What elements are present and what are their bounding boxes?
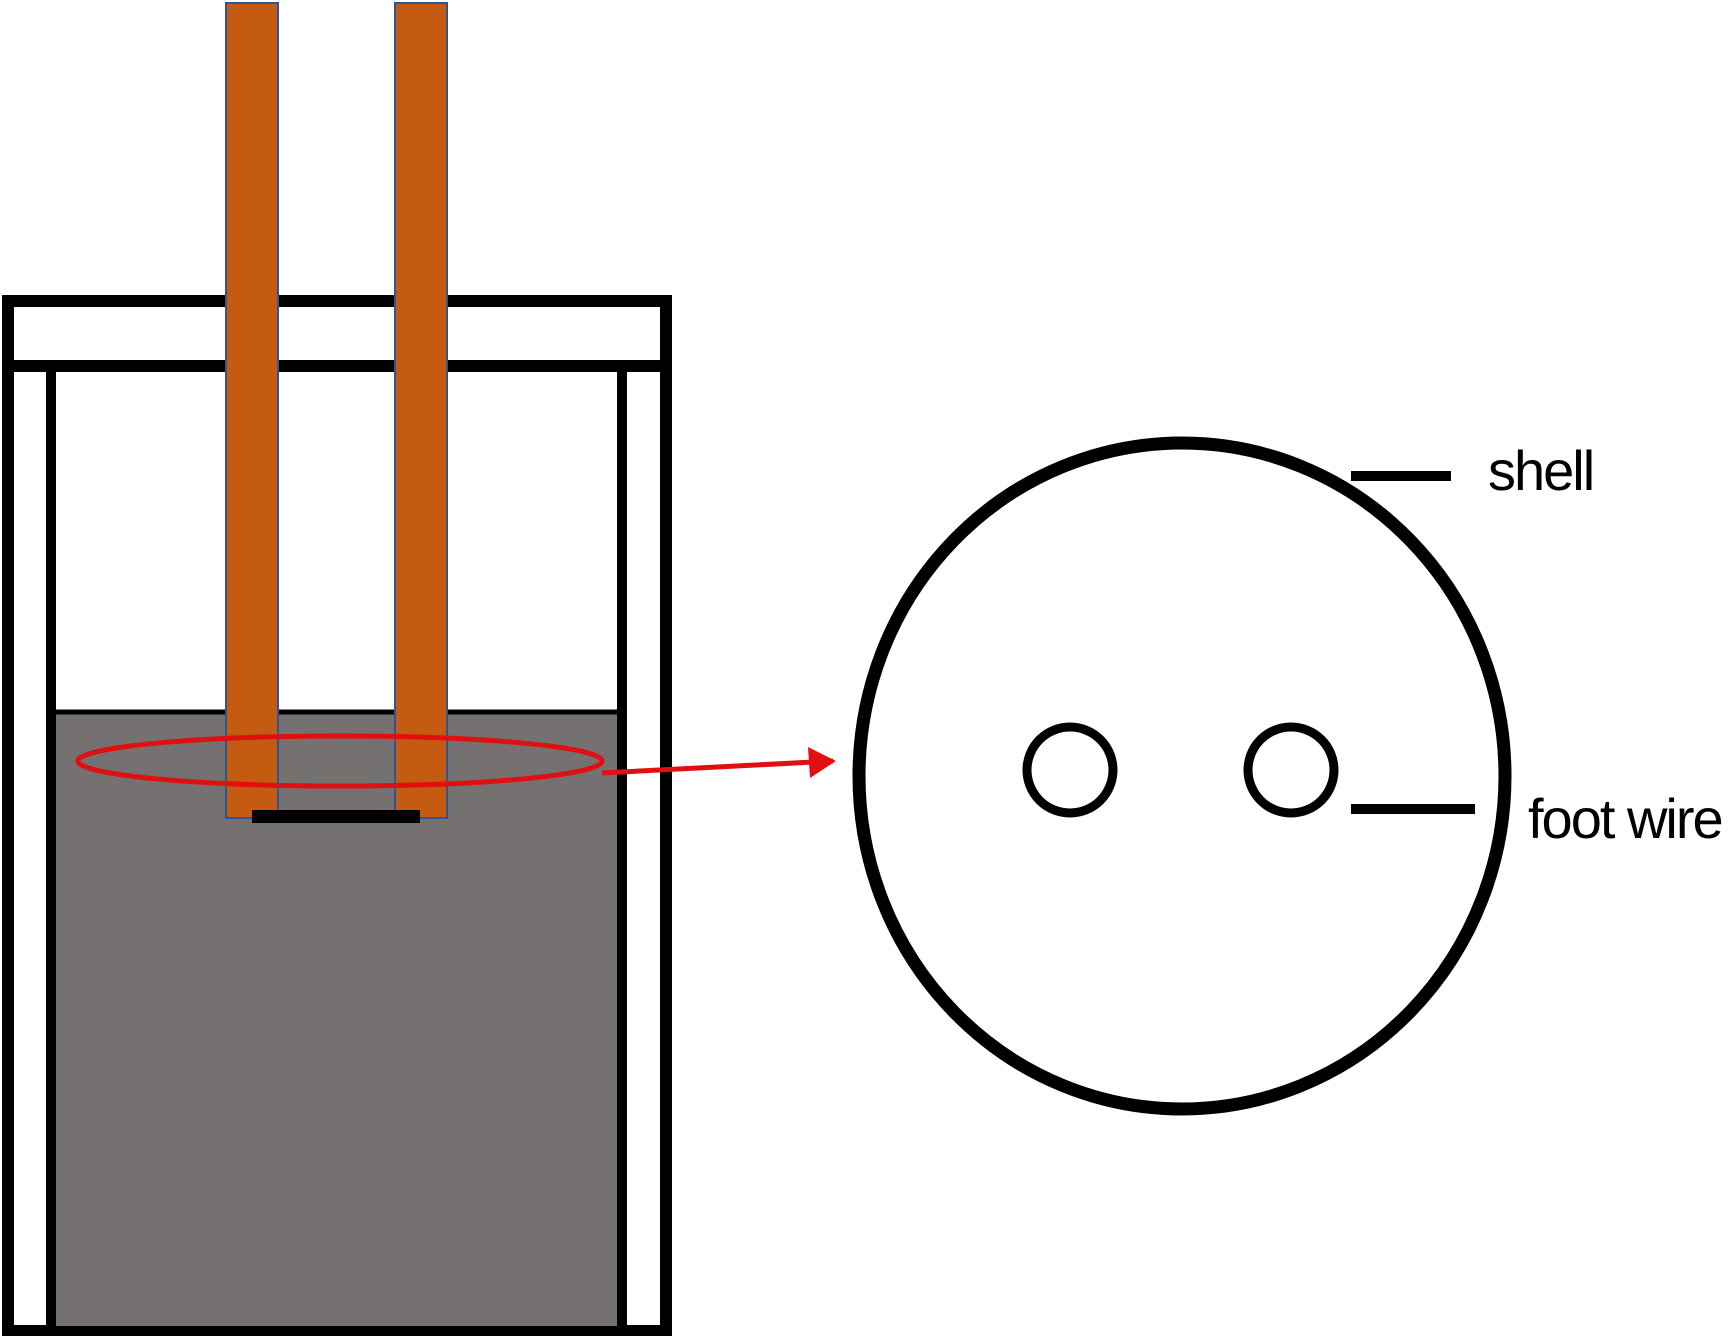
rod-section-left bbox=[1022, 722, 1118, 818]
shell-label: shell bbox=[1488, 439, 1593, 502]
rod-section-right bbox=[1243, 722, 1339, 818]
zoom-arrow-head bbox=[808, 747, 836, 778]
shell-circle bbox=[852, 436, 1512, 1116]
zoom-arrow bbox=[601, 756, 834, 776]
foot-wire-bar bbox=[252, 810, 420, 823]
electrode-rod-right bbox=[394, 2, 448, 819]
outer-vessel bbox=[2, 295, 672, 1336]
electrode-rod-left bbox=[225, 2, 279, 819]
container-assembly bbox=[2, 2, 672, 1336]
highlight-ring bbox=[75, 733, 605, 789]
cross-section-view: shell foot wire bbox=[852, 436, 1724, 1116]
liquid-fill bbox=[56, 712, 617, 1326]
foot-wire-label: foot wire bbox=[1528, 787, 1722, 850]
